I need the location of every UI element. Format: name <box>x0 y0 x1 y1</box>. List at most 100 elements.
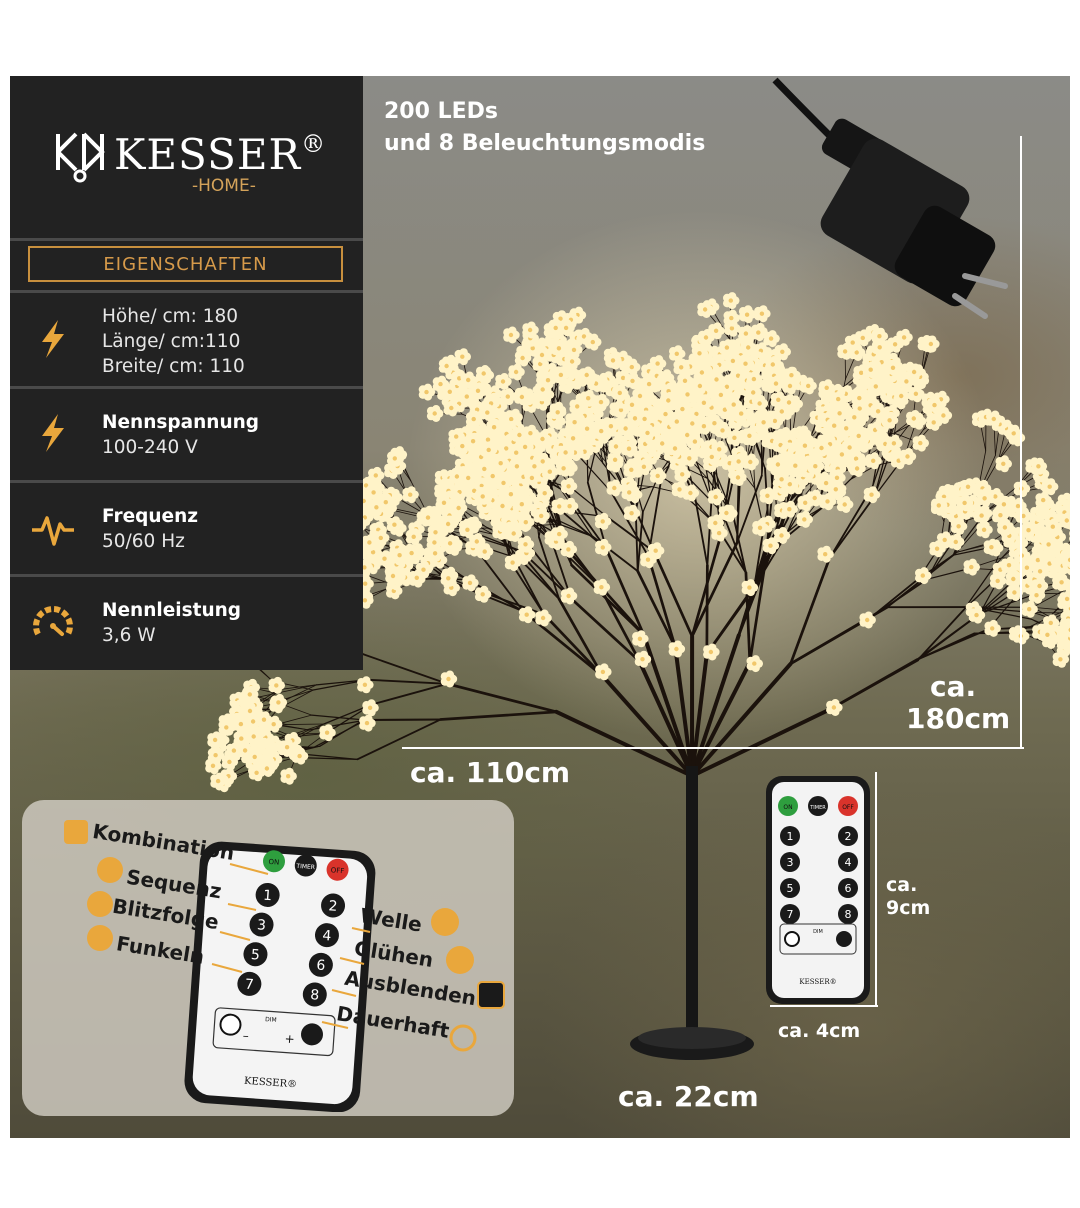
remote-key-label: 2 <box>845 830 852 843</box>
divider <box>10 290 363 293</box>
remote-key-1 <box>780 826 800 846</box>
remote-dim-up-button <box>301 1023 324 1046</box>
remote-key-label: 6 <box>316 958 326 975</box>
power-gauge-icon <box>33 606 73 636</box>
remote-key-label: 3 <box>787 856 794 869</box>
power-adapter-icon <box>772 77 1008 319</box>
width-label: ca. 110cm <box>410 756 571 789</box>
divider <box>10 574 363 577</box>
remote-key-label: 1 <box>263 888 273 905</box>
brand-sub: -HOME- <box>192 176 256 196</box>
remote-key-label: 5 <box>787 882 794 895</box>
property-title: Nennspannung <box>102 412 260 433</box>
remote-off-button <box>838 796 858 816</box>
funkeln-icon <box>87 925 113 951</box>
remote-minus-label: – <box>242 1029 249 1043</box>
tree-trunk <box>686 766 698 1036</box>
height-label-value: 180cm <box>906 702 1011 735</box>
remote-key-label: 4 <box>322 928 332 945</box>
divider <box>10 386 363 389</box>
product-image: KESSER® -HOME- EIGENSCHAFTEN Höhe/ cm: 1… <box>10 76 1070 1138</box>
kesser-logo-icon <box>56 132 105 183</box>
remote-height-value: 9cm <box>886 897 931 919</box>
remote-key-4 <box>314 923 339 948</box>
remote-key-4 <box>838 852 858 872</box>
remote-plus-label: + <box>284 1031 295 1046</box>
remote-key-label: 2 <box>328 898 338 915</box>
remote-dim-label: DIM <box>265 1016 277 1024</box>
remote-key-label: 8 <box>310 987 320 1004</box>
remote-key-label: 4 <box>845 856 852 869</box>
remote-key-label: 1 <box>787 830 794 843</box>
remote-off-label: OFF <box>842 804 854 811</box>
blitzfolge-icon <box>87 891 113 917</box>
divider <box>10 480 363 483</box>
section-title: EIGENSCHAFTEN <box>28 246 343 282</box>
property-title: Nennleistung <box>102 600 242 621</box>
dauerhaft-icon <box>449 1024 477 1052</box>
height-label-ca: ca. <box>930 670 977 703</box>
remote-key-8 <box>302 982 327 1007</box>
remote-key-5 <box>243 942 268 967</box>
remote-timer-button <box>294 854 317 877</box>
remote-key-label: 5 <box>250 947 260 964</box>
mode-icons <box>64 820 505 1052</box>
property-frequency: Frequenz 50/60 Hz <box>10 486 363 574</box>
property-dimensions: Höhe/ cm: 180 Länge/ cm:110 Breite/ cm: … <box>10 298 363 386</box>
base-label: ca. 22cm <box>618 1080 759 1113</box>
properties-panel: KESSER® -HOME- EIGENSCHAFTEN Höhe/ cm: 1… <box>10 76 363 670</box>
remote-width-label: ca. 4cm <box>778 1020 861 1042</box>
remote-key-label: 8 <box>845 908 852 921</box>
sequenz-icon <box>97 857 123 883</box>
remote-key-8 <box>838 904 858 924</box>
remote-key-2 <box>321 893 346 918</box>
brand-logo: KESSER® -HOME- <box>50 124 350 196</box>
remote-brand-label: KESSER® <box>244 1076 298 1091</box>
remote-key-label: 7 <box>244 977 254 994</box>
property-title: Frequenz <box>102 506 199 527</box>
remote-on-button <box>262 850 285 873</box>
remote-dim-up-button <box>836 931 852 947</box>
remote-timer-label: TIMER <box>295 863 315 871</box>
remote-off-label: OFF <box>330 866 344 875</box>
remote-timer-label: TIMER <box>809 805 826 811</box>
headline-line2: und 8 Beleuchtungsmodis <box>384 131 706 156</box>
divider <box>10 238 363 241</box>
property-value: 100-240 V <box>102 437 198 458</box>
remote-brand-label: KESSER® <box>799 978 836 986</box>
property-voltage: Nennspannung 100-240 V <box>10 392 363 480</box>
width-value: Breite/ cm: 110 <box>102 356 245 377</box>
remote-dim-down-button <box>784 931 800 947</box>
gluehen-icon <box>446 946 474 974</box>
property-power: Nennleistung 3,6 W <box>10 580 363 668</box>
remote-on-button <box>778 796 798 816</box>
brand-name: KESSER® <box>114 130 327 179</box>
remote-height-ca: ca. <box>886 874 918 896</box>
remote-dim-down-button <box>219 1013 242 1036</box>
remote-on-label: ON <box>268 858 279 867</box>
remote-timer-button <box>808 796 828 816</box>
remote-key-7 <box>237 971 262 996</box>
remote-key-label: 7 <box>787 908 794 921</box>
remote-key-2 <box>838 826 858 846</box>
remote-key-6 <box>308 952 333 977</box>
kombination-icon <box>64 820 88 844</box>
remote-dim-label: DIM <box>813 929 823 935</box>
lightning-icon <box>42 414 64 452</box>
frequency-wave-icon <box>32 516 74 546</box>
height-value: Höhe/ cm: 180 <box>102 306 239 327</box>
welle-icon <box>431 908 459 936</box>
remote-key-6 <box>838 878 858 898</box>
length-value: Länge/ cm:110 <box>102 331 241 352</box>
headline: 200 LEDs und 8 Beleuchtungsmodis <box>384 96 705 160</box>
remote-off-button <box>326 858 349 881</box>
remote-key-3 <box>249 912 274 937</box>
remote-key-3 <box>780 852 800 872</box>
remote-key-5 <box>780 878 800 898</box>
remote-on-label: ON <box>783 804 792 811</box>
remote-key-1 <box>255 882 280 907</box>
property-value: 50/60 Hz <box>102 531 185 552</box>
headline-line1: 200 LEDs <box>384 99 498 124</box>
